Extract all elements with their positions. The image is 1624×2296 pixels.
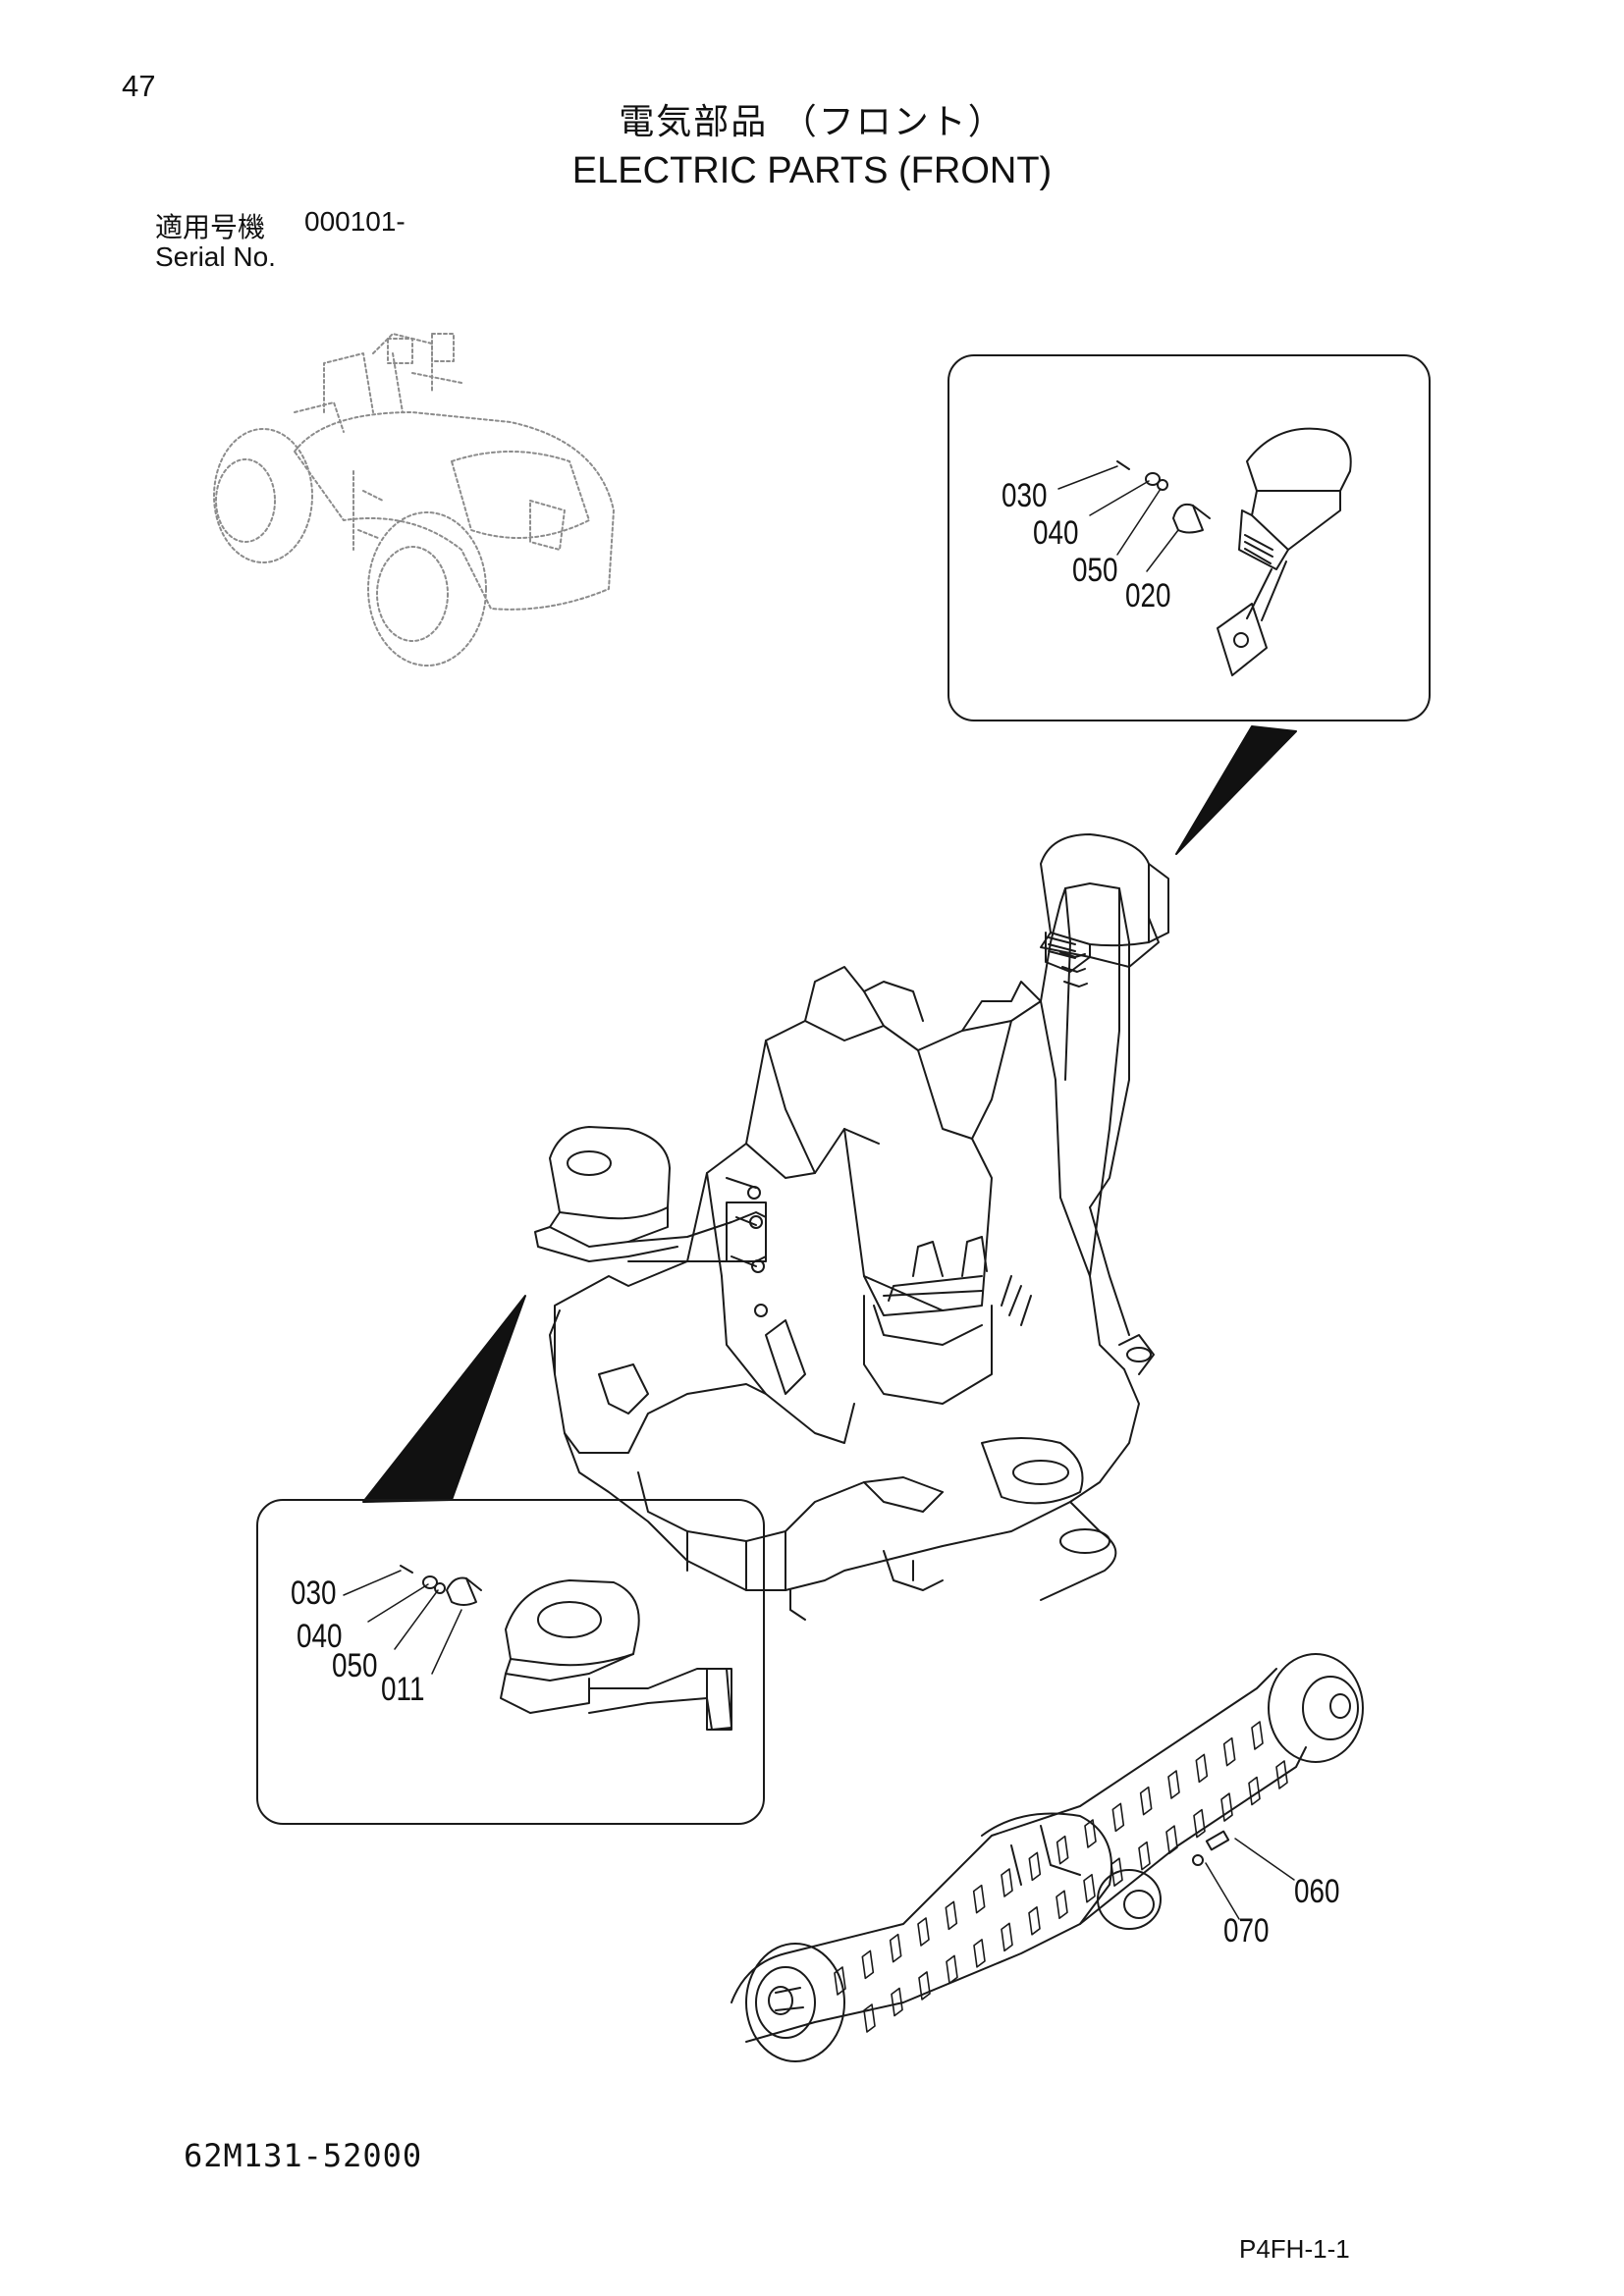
- axle-fin: [861, 1949, 875, 1980]
- work-light-right-detail: [1116, 427, 1352, 676]
- axle-fin: [1028, 1906, 1041, 1936]
- axle-fin: [1193, 1808, 1206, 1839]
- axle-fin: [1222, 1736, 1236, 1767]
- callout-070-axle: 070: [1223, 1912, 1270, 1949]
- front-frame-illustration: [534, 833, 1169, 1621]
- axle-fin: [1220, 1792, 1233, 1822]
- axle-fin: [1083, 1873, 1096, 1903]
- axle-fin: [1084, 1819, 1097, 1848]
- serial-label: Serial No.: [155, 241, 276, 272]
- pointer-triangle-left: [362, 1295, 526, 1503]
- serial-number-value: 000101-: [304, 206, 406, 237]
- axle-fin: [863, 2003, 876, 2033]
- axle-fin: [891, 1987, 903, 2017]
- leader-lines-axle: [1205, 1838, 1295, 1920]
- axle-fin: [1056, 1835, 1069, 1865]
- callout-020-right: 020: [1125, 577, 1171, 614]
- axle-fin: [1251, 1721, 1264, 1750]
- axle-fin: [973, 1939, 986, 1968]
- callout-050-left: 050: [332, 1647, 378, 1684]
- axle-fin: [1111, 1802, 1125, 1833]
- axle-fin: [918, 1971, 931, 2001]
- axle-fin: [1001, 1922, 1013, 1952]
- detail-box-left: [256, 1499, 765, 1825]
- axle-fin: [834, 1966, 846, 1996]
- page-code: P4FH-1-1: [1239, 2234, 1350, 2264]
- callout-040-right: 040: [1033, 514, 1079, 552]
- axle-fin: [972, 1884, 986, 1914]
- callout-060-axle: 060: [1294, 1873, 1340, 1910]
- page-title-japanese: 電気部品 （フロント）: [619, 102, 1005, 142]
- axle-fin: [945, 1900, 958, 1931]
- callout-030-left: 030: [291, 1575, 337, 1612]
- pointer-triangle-right: [1175, 725, 1297, 855]
- axle-fin: [1195, 1753, 1209, 1784]
- leader-lines-left: [343, 1570, 462, 1675]
- document-number: 62M131-52000: [184, 2137, 423, 2174]
- callout-040-left: 040: [297, 1618, 343, 1655]
- axle-illustration: [731, 1653, 1364, 2062]
- page-number: 47: [122, 69, 156, 103]
- axle-fin: [1028, 1851, 1042, 1882]
- axle-fin: [1138, 1841, 1151, 1871]
- axle-fin: [889, 1933, 902, 1963]
- callout-030-right: 030: [1001, 477, 1048, 514]
- axle-fins: [834, 1721, 1288, 2033]
- work-light-left-detail: [400, 1565, 732, 1731]
- axle-fin: [1167, 1770, 1180, 1799]
- axle-fin: [1248, 1776, 1261, 1806]
- axle-fin: [917, 1917, 930, 1947]
- page-title: ELECTRIC PARTS (FRONT): [571, 150, 1053, 191]
- leader-lines-right: [1057, 465, 1179, 572]
- axle-fin: [1165, 1825, 1178, 1854]
- detail-box-right: [947, 354, 1431, 721]
- serial-label-japanese: 適用号機: [155, 211, 266, 243]
- overview-machine-illustration: [213, 333, 615, 667]
- axle-fin: [1001, 1868, 1013, 1897]
- axle-fin: [1056, 1890, 1068, 1920]
- callout-050-right: 050: [1072, 552, 1118, 589]
- callout-011-left: 011: [381, 1671, 425, 1708]
- axle-fin: [1110, 1857, 1123, 1887]
- axle-fin: [946, 1954, 958, 1985]
- axle-fin: [1139, 1786, 1153, 1816]
- axle-fin: [1275, 1760, 1288, 1789]
